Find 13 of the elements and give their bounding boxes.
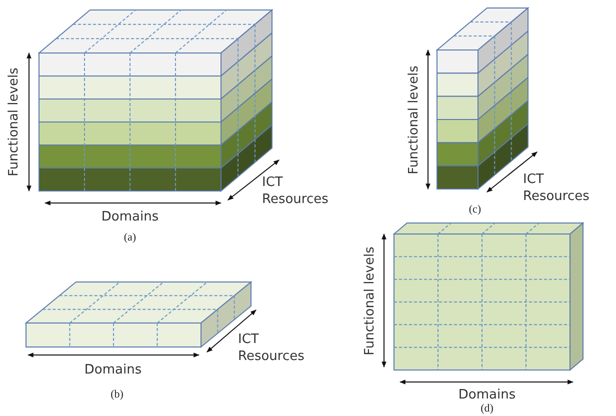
panel-label: (c) xyxy=(468,202,482,218)
axis-label: Domains xyxy=(84,362,142,378)
panel-label: (b) xyxy=(110,388,124,402)
panel-label: (d) xyxy=(480,402,494,416)
axis-label: Functional levels xyxy=(406,66,422,174)
axis-label: Functional levels xyxy=(6,68,22,176)
axis-label: Domains xyxy=(101,208,159,226)
axis-label: Domains xyxy=(458,386,516,404)
axis-label: ICT Resources xyxy=(262,174,330,208)
axis-label: ICT Resources xyxy=(238,331,306,365)
axis-label: ICT Resources xyxy=(523,171,590,205)
axis-label: Functional levels xyxy=(362,246,378,356)
panel-label: (a) xyxy=(124,230,136,246)
